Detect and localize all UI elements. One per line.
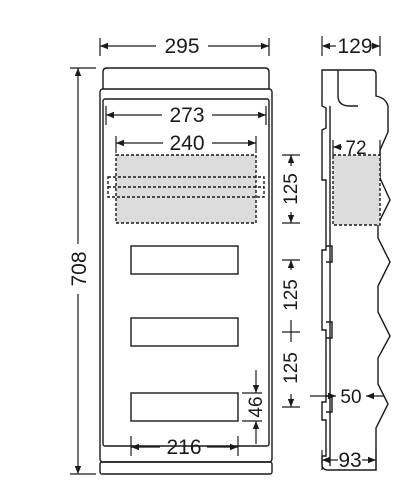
side-clip-1 xyxy=(326,245,333,263)
dim-row-pitch-2: 125 xyxy=(281,352,302,384)
side-view xyxy=(321,69,391,471)
dim-overall-width: 295 xyxy=(164,35,199,58)
side-clip-2 xyxy=(326,321,333,339)
front-bottom-strip xyxy=(99,461,273,475)
dim-cutout-height: 125 xyxy=(281,173,302,205)
dim-side-depth-top: 129 xyxy=(337,35,372,58)
side-cutout xyxy=(332,154,381,226)
slot-3 xyxy=(130,392,239,422)
front-view xyxy=(99,67,273,475)
slot-1 xyxy=(130,245,239,275)
dim-side-offset: 50 xyxy=(340,387,361,408)
side-dimensions xyxy=(310,36,384,470)
dim-inner-width: 273 xyxy=(169,104,204,127)
front-top-cap xyxy=(102,67,270,89)
dim-side-depth-bottom: 93 xyxy=(338,449,361,472)
side-profile xyxy=(321,69,391,471)
dim-slot-height: 46 xyxy=(246,396,267,417)
slot-2 xyxy=(130,317,239,347)
dim-row-pitch-1: 125 xyxy=(281,279,302,311)
side-clip-3 xyxy=(326,395,333,413)
dim-cutout-width: 240 xyxy=(169,132,204,155)
dim-side-depth-inner: 72 xyxy=(345,138,366,159)
cutout-area xyxy=(115,154,257,224)
front-inner-panel xyxy=(102,98,270,447)
side-top-detail xyxy=(337,70,358,107)
front-dimensions xyxy=(70,38,300,475)
dim-slot-width: 216 xyxy=(166,436,201,459)
dim-overall-height: 708 xyxy=(68,251,91,286)
